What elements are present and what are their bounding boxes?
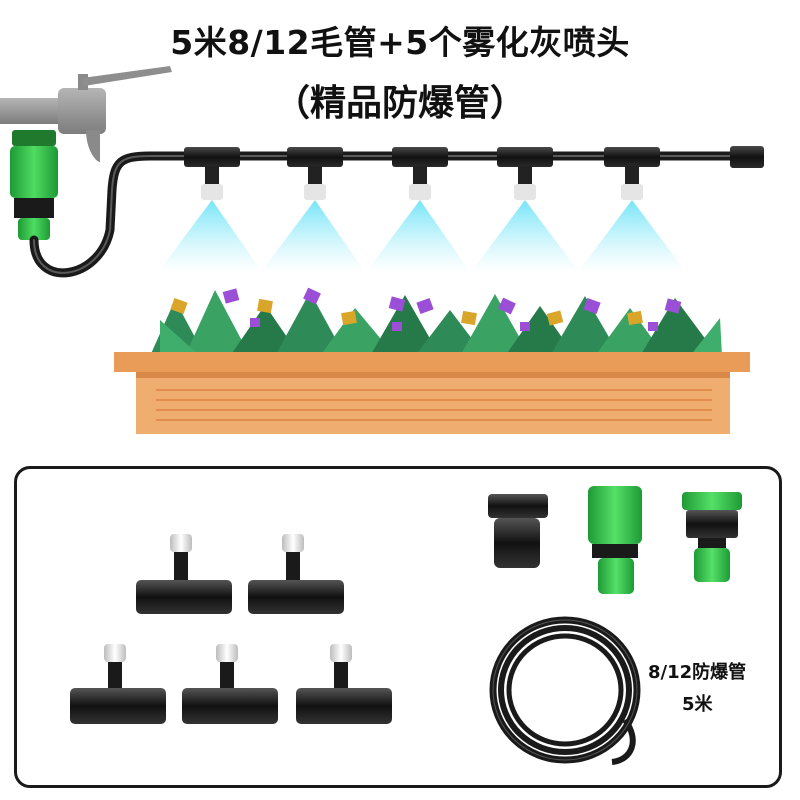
- system-illustration: [0, 66, 764, 434]
- flower-planter-icon: [114, 352, 750, 434]
- tee-connector-icon: [70, 644, 166, 724]
- misting-nozzle-icon: [604, 147, 660, 200]
- quick-connector-icon: [588, 486, 642, 594]
- tee-connector-icon: [248, 534, 344, 614]
- faucet-icon: [0, 66, 172, 162]
- end-plug-icon: [730, 146, 764, 168]
- tee-connector-icon: [136, 534, 232, 614]
- mist-spray: [366, 200, 470, 272]
- hose-length-label: 5米: [682, 694, 713, 715]
- kit-contents-panel: [14, 466, 782, 788]
- mist-spray: [158, 200, 262, 272]
- mist-spray: [578, 200, 686, 272]
- flowers: [170, 287, 682, 331]
- misting-nozzle-icon: [287, 147, 343, 200]
- end-plug-icon: [488, 494, 548, 568]
- tee-connector-icon: [296, 644, 392, 724]
- tee-connector-icon: [182, 644, 278, 724]
- mist-spray: [261, 200, 365, 272]
- faucet-connector-icon: [10, 130, 58, 240]
- plants: [150, 290, 722, 356]
- misting-nozzle-icon: [184, 147, 240, 200]
- hose-size-label: 8/12防爆管: [648, 662, 747, 683]
- faucet-adapter-icon: [682, 492, 742, 582]
- title-line-2: （精品防爆管）: [273, 83, 526, 124]
- misting-nozzle-icon: [392, 147, 448, 200]
- title-line-1: 5米8/12毛管+5个雾化灰喷头: [170, 23, 630, 62]
- mist-spray: [471, 200, 579, 272]
- misting-nozzle-icon: [497, 147, 553, 200]
- hose-coil-icon: [489, 616, 641, 765]
